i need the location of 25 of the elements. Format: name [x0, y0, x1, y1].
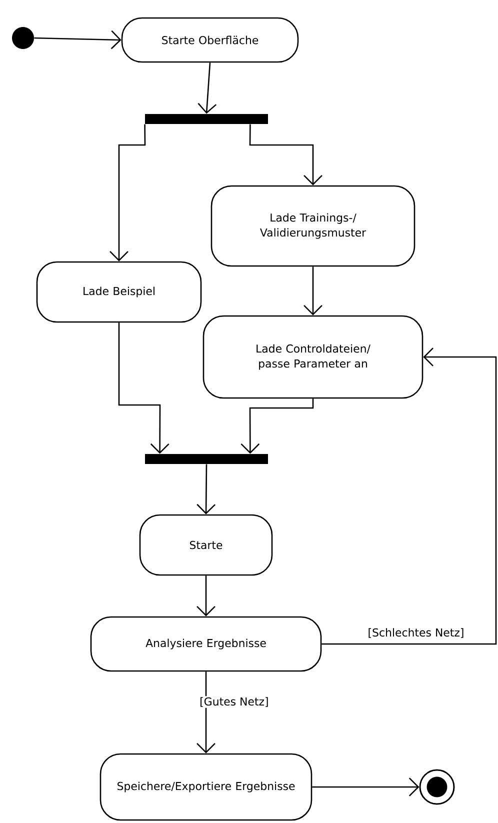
- activity-box: Lade Beispiel: [36, 261, 202, 323]
- arrow: [240, 398, 314, 454]
- arrow: [196, 464, 216, 514]
- sync-bar: [145, 114, 268, 124]
- edge-label: [Schlechtes Netz]: [366, 627, 466, 639]
- arrow: [304, 266, 322, 316]
- activity-box: Lade Controldateien/ passe Parameter an: [202, 315, 424, 399]
- arrow: [34, 30, 122, 50]
- activity-box: Starte: [139, 514, 273, 576]
- sync-bar: [145, 454, 268, 464]
- arrow: [249, 124, 322, 186]
- arrow: [198, 62, 217, 114]
- end-circle: [419, 769, 455, 805]
- activity-box: Starte Oberfläche: [121, 17, 299, 63]
- arrow: [312, 778, 420, 796]
- start-dot: [12, 27, 34, 49]
- arrow: [322, 348, 497, 645]
- activity-box: Speichere/Exportiere Ergebnisse: [100, 753, 312, 821]
- edge-label: [Gutes Netz]: [198, 696, 270, 708]
- activity-box: Lade Trainings-/ Validierungsmuster: [210, 185, 416, 267]
- arrow: [196, 576, 216, 616]
- arrow: [196, 672, 216, 754]
- arrow: [118, 322, 170, 454]
- arrow: [110, 124, 146, 262]
- activity-box: Analysiere Ergebnisse: [90, 616, 322, 672]
